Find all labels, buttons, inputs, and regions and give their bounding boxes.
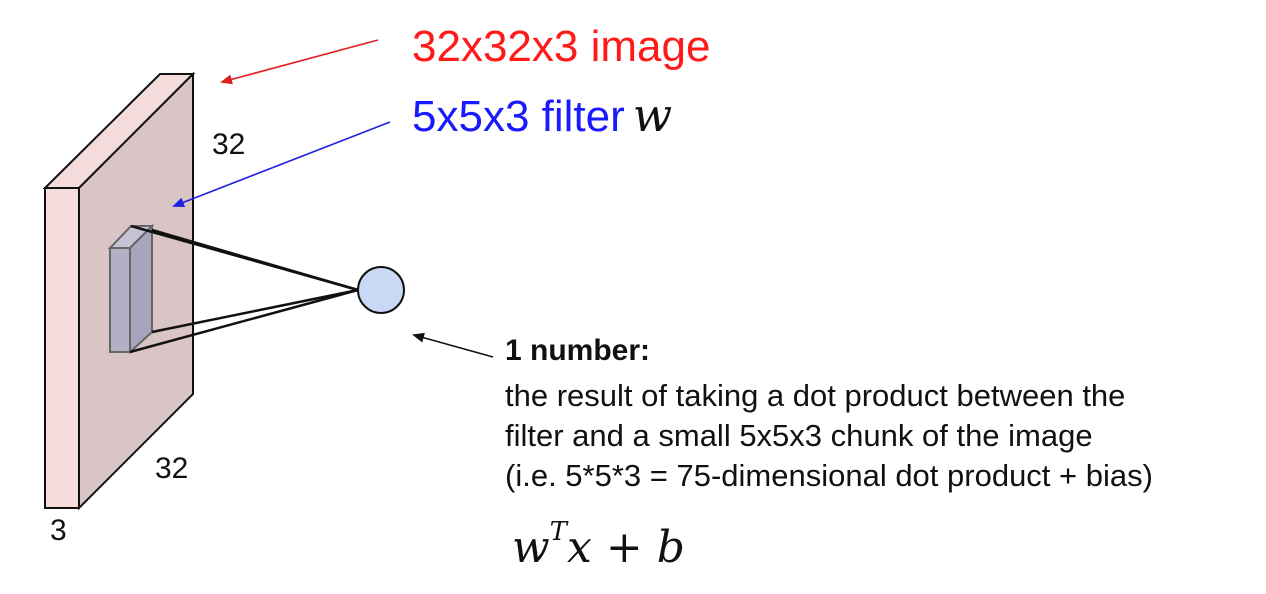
output-description-line: filter and a small 5x5x3 chunk of the im… [505, 418, 1093, 453]
output-neuron [357, 266, 405, 314]
connection-line [151, 228, 359, 292]
image-label: 32x32x3 image [412, 22, 711, 71]
image-arrow [220, 39, 379, 85]
filter-side-face [129, 223, 153, 355]
depth-label: 3 [50, 514, 67, 547]
filter-label-text: 5x5x3 filter [412, 92, 625, 141]
formula: wTx + b [512, 517, 685, 573]
filter-symbol: w [632, 88, 673, 142]
formula-plus: + [605, 522, 643, 573]
output-description-line: the result of taking a dot product betwe… [505, 378, 1126, 413]
volume-front-face [44, 187, 80, 509]
output-arrow [412, 332, 494, 358]
output-heading: 1 number: [505, 334, 651, 367]
width-label: 32 [155, 452, 189, 485]
connection-line [129, 288, 359, 354]
height-label: 32 [212, 128, 246, 161]
formula-input: x [567, 522, 592, 573]
formula-bias: b [656, 522, 685, 573]
output-description-line: (i.e. 5*5*3 = 75-dimensional dot product… [505, 458, 1153, 493]
filter-volume [107, 223, 155, 355]
formula-transpose: T [549, 517, 568, 548]
connection-line [151, 288, 359, 334]
formula-weight: w [512, 522, 550, 573]
connection-lines [129, 224, 359, 354]
filter-arrow [172, 121, 391, 208]
filter-front-face [109, 247, 131, 353]
